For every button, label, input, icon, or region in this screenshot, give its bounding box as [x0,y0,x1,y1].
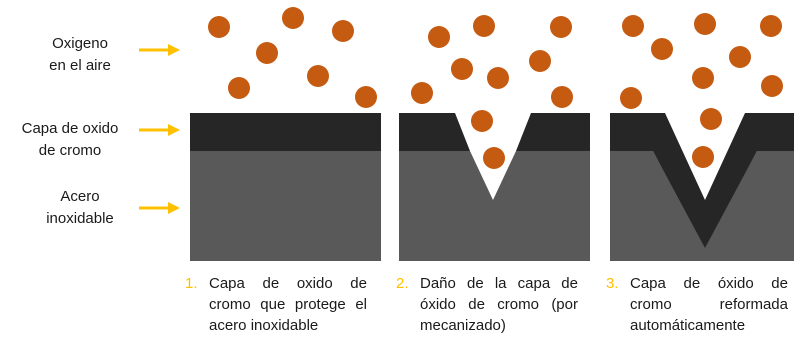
caption-3: 3. Capa de óxido de cromo reformada auto… [606,273,788,336]
oxygen-particle [620,87,642,109]
oxygen-particles [208,7,783,169]
arrow-oxide-layer [139,124,180,136]
oxygen-particle [761,75,783,97]
oxygen-particle [692,67,714,89]
oxygen-particle [700,108,722,130]
oxygen-label: Oxigeno en el aire [49,35,111,74]
oxygen-particle [529,50,551,72]
oxygen-particle [473,15,495,37]
oxygen-particle [332,20,354,42]
oxygen-particle [651,38,673,60]
steel-block-2 [399,151,590,261]
oxygen-particle [471,110,493,132]
oxygen-particle [760,15,782,37]
steel-block-3 [610,151,794,261]
oxygen-particle [411,82,433,104]
oxygen-particle [729,46,751,68]
panel-2 [399,113,590,261]
oxygen-particle [256,42,278,64]
steel-block-1 [190,151,381,261]
oxygen-particle [355,86,377,108]
oxide-layer-2b [516,113,590,151]
caption-number: 2. [396,275,409,292]
oxygen-particle [483,147,505,169]
steel-label: Acero inoxidable [46,188,114,227]
oxygen-particle [692,146,714,168]
oxygen-particle [551,86,573,108]
oxygen-particle [208,16,230,38]
oxygen-particle [550,16,572,38]
oxygen-particle [694,13,716,35]
oxygen-particle [307,65,329,87]
oxygen-particle [228,77,250,99]
oxide-layer-2 [399,113,470,151]
caption-1: 1. Capa de oxido de cromo que protege el… [185,273,367,336]
oxide-layer-3 [610,113,794,248]
arrow-steel [139,202,180,214]
caption-number: 1. [185,275,198,292]
oxygen-particle [282,7,304,29]
caption-text: Capa de oxido de cromo que protege el ac… [209,275,367,334]
oxide-layer-label: Capa de oxido de cromo [21,120,119,159]
arrow-oxygen [139,44,180,56]
caption-number: 3. [606,275,619,292]
panel-3 [610,113,794,261]
panel-1 [190,113,381,261]
oxygen-particle [622,15,644,37]
caption-text: Daño de la capa de óxido de cromo (por m… [420,275,578,334]
oxygen-particle [428,26,450,48]
caption-2: 2. Daño de la capa de óxido de cromo (po… [396,273,578,336]
caption-text: Capa de óxido de cromo reformada automát… [630,275,788,334]
oxygen-particle [487,67,509,89]
oxide-layer-1 [190,113,381,151]
oxygen-particle [451,58,473,80]
